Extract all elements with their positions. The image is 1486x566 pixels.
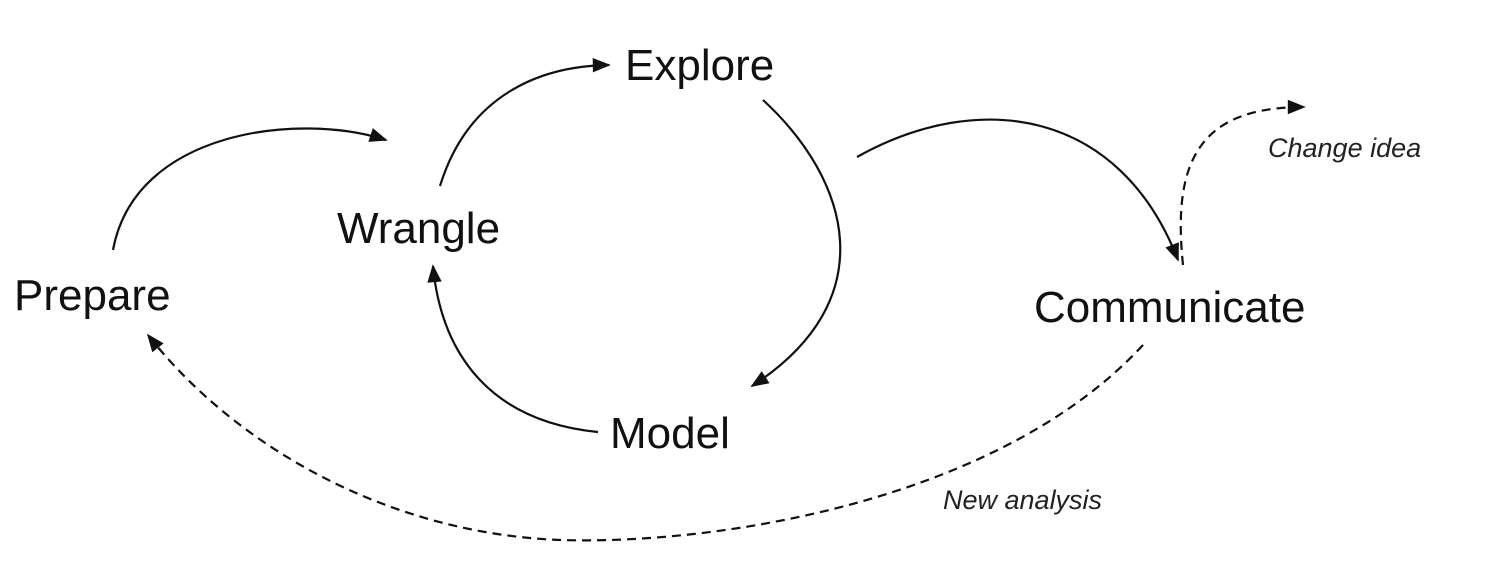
note-change-idea: Change idea bbox=[1268, 133, 1421, 163]
note-new-analysis: New analysis bbox=[943, 485, 1102, 515]
arrow-model-to-wrangle bbox=[427, 264, 599, 434]
arrow-wrangle-to-explore bbox=[438, 58, 611, 187]
node-wrangle: Wrangle bbox=[337, 204, 500, 253]
node-model: Model bbox=[610, 409, 730, 458]
arrow-communicate-to-change-idea bbox=[1179, 99, 1306, 266]
node-explore: Explore bbox=[625, 41, 774, 90]
arrow-communicate-to-prepare bbox=[146, 333, 1144, 542]
arrow-prepare-to-wrangle bbox=[111, 127, 388, 251]
node-communicate: Communicate bbox=[1034, 283, 1305, 332]
arrow-explore-to-communicate bbox=[856, 118, 1180, 262]
arrow-explore-to-model bbox=[750, 99, 842, 387]
node-prepare: Prepare bbox=[14, 271, 171, 320]
